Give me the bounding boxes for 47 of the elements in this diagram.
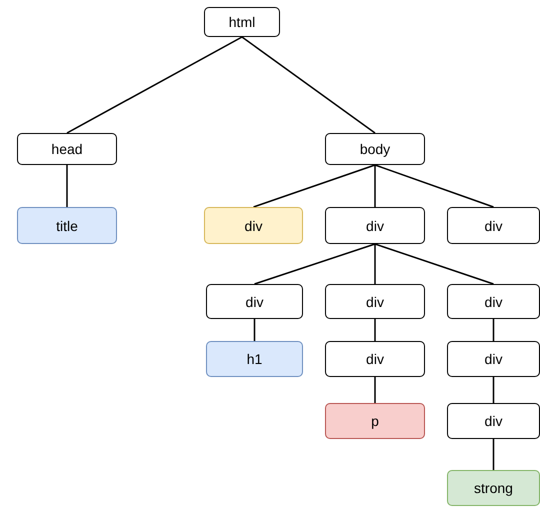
node-label: title <box>56 218 78 234</box>
tree-node-box <box>206 341 303 377</box>
tree-node-box <box>17 133 117 165</box>
node-label: div <box>484 413 502 429</box>
connector-line <box>374 165 376 207</box>
tree-node-box <box>447 207 540 244</box>
node-label: div <box>244 218 262 234</box>
connector-line <box>492 377 494 403</box>
connector-line <box>374 377 376 403</box>
connector-line <box>374 244 376 284</box>
tree-node-box <box>325 403 425 439</box>
node-label: div <box>484 294 502 310</box>
tree-node-box <box>447 403 540 439</box>
tree-node-box <box>325 341 425 377</box>
connector-line <box>254 243 376 285</box>
connector-line <box>254 319 256 341</box>
tree-node-box <box>325 207 425 244</box>
connector-line <box>374 164 494 208</box>
tree-node-box <box>17 207 117 244</box>
connector-line <box>66 36 242 134</box>
tree-node-box <box>447 470 540 506</box>
connector-line <box>374 243 494 285</box>
tree-node-box <box>204 207 303 244</box>
node-label: div <box>484 351 502 367</box>
tree-node-box <box>206 284 303 319</box>
node-label: div <box>366 218 384 234</box>
node-label: html <box>228 14 256 30</box>
node-label: head <box>51 141 83 157</box>
node-label: div <box>484 218 502 234</box>
connector-line <box>66 165 68 207</box>
tree-node-box <box>447 284 540 319</box>
node-label: div <box>246 294 264 310</box>
tree-node-box <box>204 7 280 37</box>
connector-line <box>242 36 376 134</box>
connector-line <box>492 319 494 341</box>
connector-line <box>492 439 494 470</box>
node-label: h1 <box>246 351 262 367</box>
connector-line <box>253 164 376 208</box>
connector-line <box>374 319 376 341</box>
tree-node-box <box>325 284 425 319</box>
node-label: strong <box>474 480 513 496</box>
node-label: p <box>371 413 379 429</box>
tree-node-box <box>447 341 540 377</box>
node-label: div <box>366 294 384 310</box>
tree-node-box <box>325 133 425 165</box>
node-label: body <box>360 141 390 157</box>
node-label: div <box>366 351 384 367</box>
